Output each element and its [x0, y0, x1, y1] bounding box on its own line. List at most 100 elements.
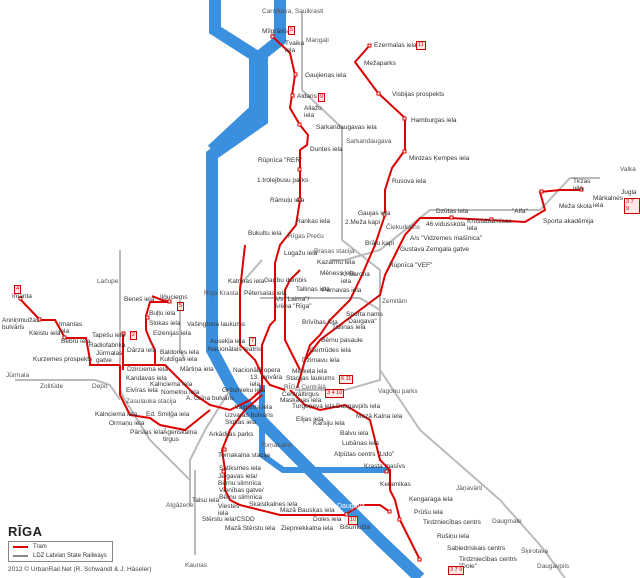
legend-tram: Tram	[13, 543, 47, 551]
stop-tirzas: Tirzas iela	[573, 178, 591, 192]
stop-grecinieku: Grēcinieku iela	[222, 387, 265, 394]
stop-agenskalna: Āgenskalna tirgus	[163, 429, 197, 443]
stop-duntes: Duntes iela	[310, 146, 343, 153]
stop-visbijas: Visbijas prospekts	[392, 91, 445, 98]
map-title: RĪGA	[8, 524, 43, 539]
stop-jugla: Jugla	[621, 189, 637, 196]
stop-ausekla: Ausekļa iela	[210, 338, 246, 345]
stop-kandavas: Kandavas iela	[126, 375, 167, 382]
route-badge-tapesu: 2	[130, 331, 138, 340]
stop-nacionalais-teatris: Nacionālais teātris	[208, 346, 262, 353]
rail-station-jurmala: Jūrmala	[6, 372, 30, 379]
route-badge-aldaris: 9	[318, 93, 326, 102]
stop-garibu-dambis: Gaŗību dambis	[264, 277, 307, 284]
stop-keramikas: Keramikas	[380, 481, 411, 488]
stop-meza-skola: Meža skola	[559, 203, 592, 210]
stop-nacionala-opera: Nacionālā opera	[233, 367, 281, 374]
stop-tirdzniecibas-centrs: Tirdzniecības centrs	[423, 519, 481, 526]
stop-krasta-masivs: Krasta masīvs	[364, 463, 406, 470]
stop-stacijas-laukums: Stacijas laukums	[286, 375, 335, 382]
stop-mezaparks: Mežaparks	[364, 60, 396, 67]
route-badge-dole: 3 7 9	[448, 566, 465, 575]
rail-station-sarkandaugava: Sarkandaugava	[346, 138, 392, 145]
route-badge-ezermalas: 11	[416, 41, 426, 50]
rail-station-kaunas: Kaunas	[185, 562, 208, 569]
stop-ramuju: Rāmuļu iela	[270, 197, 305, 204]
stop-46-vidusskola: 46.vidusskola	[426, 221, 466, 228]
stop-gaujas: Gaujas iela	[358, 210, 391, 217]
rail-station-daugmale: Daugmale	[492, 518, 522, 525]
stop-ziepniekkalna: Ziepniekkalna iela	[281, 525, 334, 532]
stop-talsu: Talsu iela	[192, 497, 220, 504]
stop-uzvaras: Uzvaras bulvāris Slokas iela	[225, 412, 274, 426]
stop-laima-arena: A/s "Laima"/ Arēna "Rīga"	[274, 296, 312, 310]
stop-sterstu-csdd: Stērstu iela/CSDD	[202, 516, 255, 523]
stop-kleistu: Kleistu iela	[29, 330, 61, 337]
route-badge-jugla: 3 7 9	[624, 198, 640, 214]
stop-satiksmes: Satiksmes iela	[219, 465, 261, 472]
stop-karsiju: Kārsiju iela	[313, 420, 345, 427]
stop-zemgala: Gustava Zemgala gatve	[400, 246, 470, 253]
stop-rankas: Rankas iela	[296, 218, 330, 225]
credit-text: 2012 © UrbanRail.Net (R. Schwandl & J. H…	[8, 566, 152, 573]
stop-katrinas: Katrīnas iela	[228, 278, 265, 285]
stop-sabiedriskais-centrs: Sabiedriskais centrs	[447, 545, 506, 552]
stop-lido: Atpūtas centrs "Lido"	[334, 451, 395, 458]
stop-sarkandaugavas: Sarkandaugavas iela	[316, 124, 377, 131]
stop-viestes: Viestes iela	[218, 503, 240, 517]
stop-vidzemes: A/s "Vidzemes mašīnica"	[410, 235, 483, 242]
stop-eizenijas: Eizenijas iela	[153, 330, 191, 337]
stop-jelgavas: Jelgavas iela/ Bērnu slimnīca	[218, 473, 261, 487]
rail-station-riga-precu: Rīgas Preču	[288, 233, 324, 240]
stop-nometnu: Nometņu iela	[161, 389, 200, 396]
rail-station-mangali: Mangaļi	[306, 37, 329, 44]
stop-ormanu: Ormaņu iela	[109, 420, 145, 427]
stop-doles: Doles iela	[313, 516, 342, 523]
rail-station-janavarti: Jāņavārti	[456, 485, 483, 492]
stop-centraltirgus: Centrāltirgus	[282, 391, 319, 398]
rail-station-ciekurkalns: Čiekurkalns	[386, 224, 420, 231]
rail-station-daugavpils: Daugavpils	[537, 563, 570, 570]
stop-bukultu: Bukultu iela	[248, 230, 282, 237]
stop-darza: Dārza iela	[127, 347, 157, 354]
stop-jurmalas-gatve: Jūrmalas gatve	[96, 350, 123, 364]
stop-bullu: Buļļu iela	[149, 310, 176, 317]
stop-k-barona: K. Barona iela	[341, 271, 370, 285]
legend: Tram LDZ Latvian State Railways	[8, 541, 113, 562]
stop-ezermalas: Ezermalas iela	[374, 42, 417, 49]
stop-skaistkalnes: Skaistkalnes iela	[249, 501, 298, 508]
rail-station-valka: Valka	[620, 166, 636, 173]
route-badge-bisumuiza: 10	[348, 516, 359, 525]
stop-sporta-akademija: Sporta akadēmija	[543, 218, 594, 225]
route-badge-imanta: 4	[14, 285, 22, 294]
stop-tvaika: Tvaika iela	[285, 40, 305, 54]
legend-tram-label: Tram	[33, 544, 47, 550]
stop-benes: Beneš iela	[124, 296, 155, 303]
stop-vasingtona: Vašingtona laukums	[187, 321, 246, 328]
stop-petersalas: Pētersalas iela	[244, 290, 287, 297]
stop-rusinu: Rušiņu iela	[437, 533, 470, 540]
legend-rail: LDZ Latvian State Railways	[13, 552, 107, 560]
stop-maza-bauskas: Mazā Bauskas iela	[280, 507, 335, 514]
stop-grina: A. Grīna bulvāris	[186, 395, 235, 402]
stop-daugavpils-iela: Daugavpils iela	[336, 403, 381, 410]
stop-2-meza-kapi: 2.Meža kapi	[345, 219, 381, 226]
stop-gertrudes: Ģertrūdes iela	[310, 347, 351, 354]
stop-merkela: Merķeļa iela	[292, 368, 328, 375]
stop-aldaris: Aldaris	[297, 93, 317, 100]
stop-bralu-kapi: Brāļu kapi	[365, 240, 394, 247]
stop-menesa: Mēness iela	[320, 270, 355, 277]
stop-bisumuiza: Bišumuiža	[340, 524, 370, 531]
stop-kazarmu: Kazarmu iela	[317, 259, 355, 266]
stop-allazu: Allažu iela	[304, 105, 322, 119]
stop-gaujienas: Gaujienas iela	[305, 72, 347, 79]
legend-rail-label: LDZ Latvian State Railways	[33, 553, 107, 559]
route-badge-milgravis: 5	[288, 26, 296, 35]
stop-vef: Rūpnīca "VEF"	[389, 262, 433, 269]
stop-radiofabrika: Radiofabrika	[89, 342, 126, 349]
stop-trolejbusu-parks: 1.trolejbusu parks	[257, 177, 309, 184]
river-daugava	[206, 0, 425, 578]
stop-dzirciema: Dzirciema iela	[127, 366, 168, 373]
rail-station-vagonu-parks: Vagonu parks	[378, 388, 418, 395]
